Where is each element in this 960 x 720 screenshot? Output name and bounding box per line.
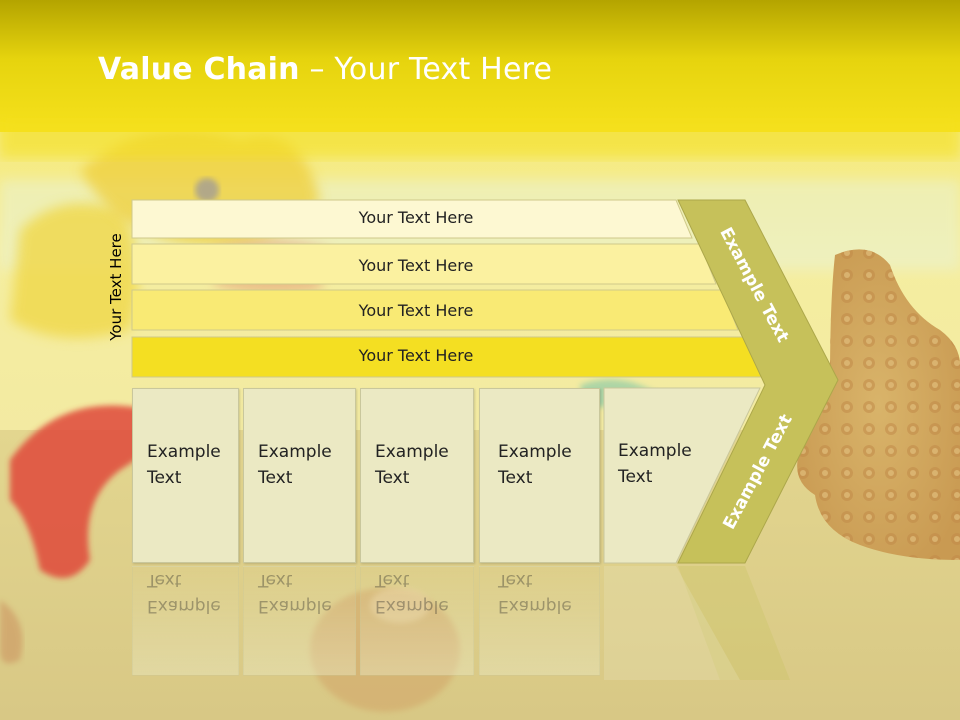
reflection-line-1: Example (147, 596, 221, 616)
box-line-2: Text (375, 468, 410, 488)
reflection-text: Example Text (498, 567, 590, 619)
box-reflection: Example Text (360, 566, 474, 676)
band-label-2: Your Text Here (358, 256, 474, 275)
band-3-shape (131, 289, 739, 331)
box-line-1: Example (618, 441, 692, 461)
box-line-1: Example (498, 442, 572, 462)
box-line-1: Example (258, 442, 332, 462)
box-line-2: Text (618, 467, 653, 487)
box-5-reflection (604, 566, 740, 680)
reflection-text: Example Text (147, 567, 239, 619)
chevron-shape (677, 199, 839, 564)
band-label-4: Your Text Here (358, 346, 474, 365)
box-line-1: Example (375, 442, 449, 462)
reflection-line-1: Example (375, 596, 449, 616)
box-reflection: Example Text (479, 566, 600, 676)
box-5-shape (603, 387, 761, 564)
reflection-line-2: Text (147, 570, 182, 590)
reflection-text: Example Text (375, 567, 467, 619)
chevron-reflection (678, 566, 790, 680)
band-1-shape (131, 199, 693, 239)
reflection-line-2: Text (258, 570, 293, 590)
box-line-2: Text (147, 468, 182, 488)
band-label-1: Your Text Here (358, 208, 474, 227)
box-line-2: Text (258, 468, 293, 488)
reflection-line-2: Text (498, 570, 533, 590)
reflection-text: Example Text (258, 567, 350, 619)
reflection-line-1: Example (258, 596, 332, 616)
title-rest: – Your Text Here (299, 52, 553, 87)
title-bold: Value Chain (98, 52, 300, 87)
box-reflection: Example Text (132, 566, 239, 676)
reflection-line-2: Text (375, 570, 410, 590)
band-label-3: Your Text Here (358, 301, 474, 320)
side-label-text: Your Text Here (107, 233, 125, 341)
box-line-2: Text (498, 468, 533, 488)
band-2-shape (131, 243, 717, 285)
box-reflection: Example Text (243, 566, 356, 676)
reflection-line-1: Example (498, 596, 572, 616)
slide-title: Value Chain – Your Text Here (98, 52, 552, 87)
box-line-1: Example (147, 442, 221, 462)
